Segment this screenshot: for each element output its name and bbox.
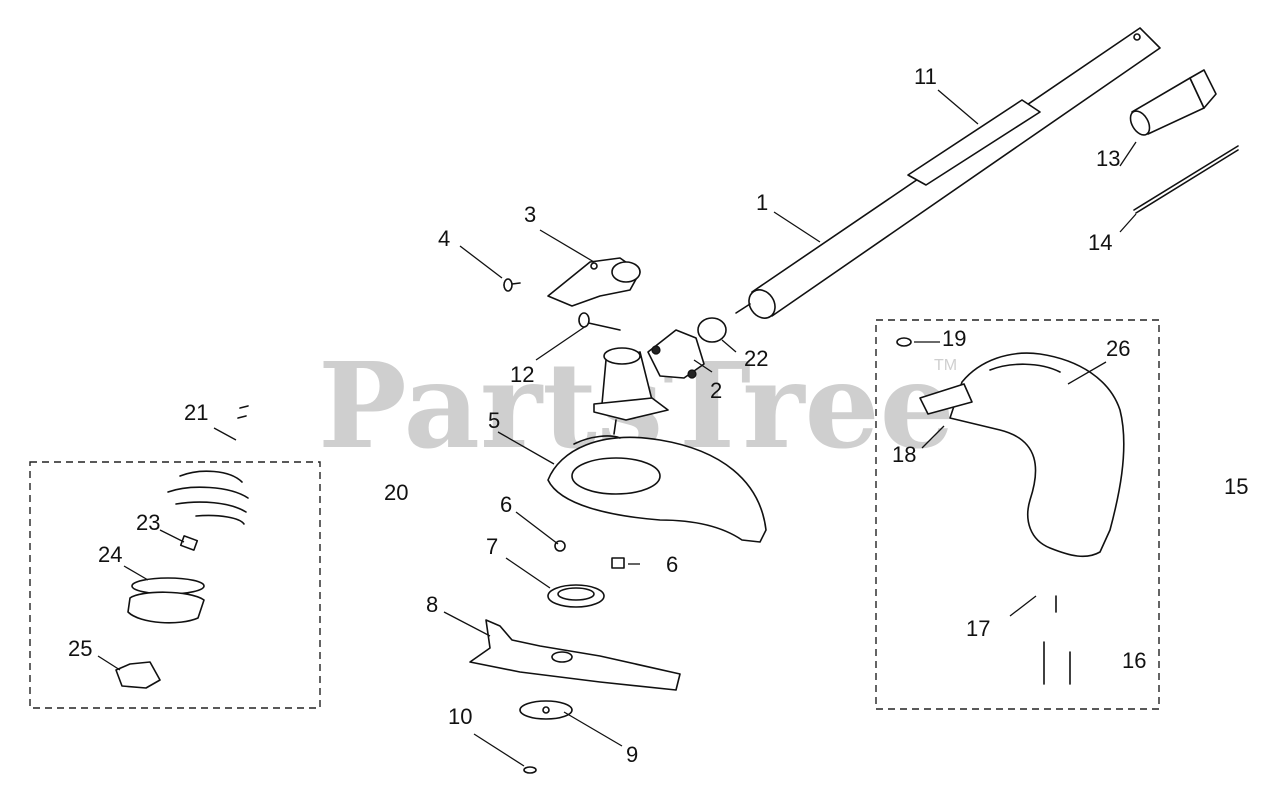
label-part-25: 25 [68,636,92,661]
label-part-18: 18 [892,442,916,467]
label-part-6b: 6 [666,552,678,577]
label-part-7: 7 [486,534,498,559]
part-gear-head [593,329,705,435]
part-rod [1133,145,1239,211]
label-part-15: 15 [1224,474,1248,499]
label-part-22: 22 [744,346,768,371]
part-bolt [578,312,621,331]
label-part-12: 12 [510,362,534,387]
part-spool-housing [167,470,249,525]
label-part-10: 10 [448,704,472,729]
label-part-20: 20 [384,480,408,505]
kit-box-spool [29,461,321,709]
part-shaft-tube [735,27,1161,319]
part-guard-large [949,352,1125,558]
part-nut-plate [519,700,573,720]
part-bracket [547,257,641,307]
part-blade [469,619,681,691]
label-part-8: 8 [426,592,438,617]
label-part-23: 23 [136,510,160,535]
label-part-17: 17 [966,616,990,641]
part-guard-clamp [919,383,973,415]
part-handle-grip [1129,69,1217,136]
label-part-2: 2 [710,378,722,403]
label-part-16: 16 [1122,648,1146,673]
label-part-4: 4 [438,226,450,251]
label-part-9: 9 [626,742,638,767]
part-fastener [523,766,537,774]
label-part-1: 1 [756,190,768,215]
part-bump-knob [115,661,161,689]
part-spool-cap [237,405,249,419]
part-guard-screws [1043,595,1071,685]
part-guard [547,435,767,543]
leader-lines [97,89,1137,767]
part-spring [179,535,199,551]
label-part-19: 19 [942,326,966,351]
label-part-24: 24 [98,542,122,567]
part-washer-small [896,337,912,347]
label-part-13: 13 [1096,146,1120,171]
part-spool [127,577,205,624]
part-decal [907,99,1041,186]
watermark-trademark: TM [934,357,957,374]
label-part-21: 21 [184,400,208,425]
part-nut [554,540,625,569]
label-part-26: 26 [1106,336,1130,361]
part-washer [547,584,605,608]
label-part-6a: 6 [500,492,512,517]
part-screw [503,278,521,292]
label-part-11: 11 [914,64,937,89]
label-part-3: 3 [524,202,536,227]
label-part-5: 5 [488,408,500,433]
label-part-14: 14 [1088,230,1112,255]
part-bushing [697,317,727,343]
